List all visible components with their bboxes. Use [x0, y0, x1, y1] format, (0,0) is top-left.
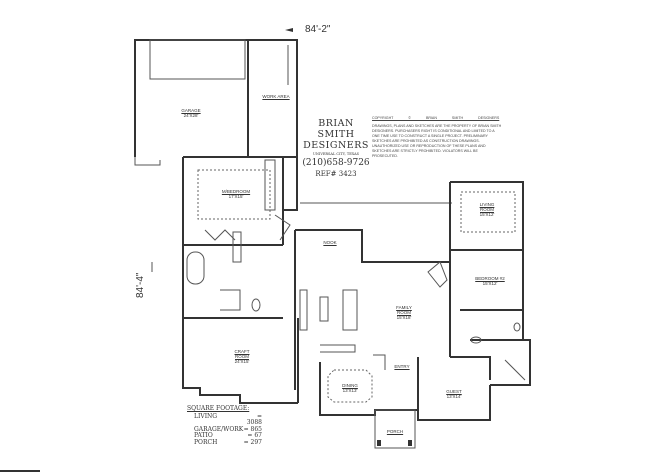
- sqft-label: GARAGE/WORK: [194, 425, 244, 433]
- room-label-work-area: WORK AREA: [262, 94, 290, 99]
- porch-walls: [374, 409, 416, 449]
- copyright-notice: COPYRIGHT © BRIAN SMITH DESIGNERS DRAWIN…: [372, 116, 502, 159]
- room-label-nook: NOOK: [323, 240, 337, 245]
- square-footage-table: SQUARE FOOTAGE: LIVING = 3088 GARAGE/WORK…: [187, 405, 262, 447]
- sqft-row: GARAGE/WORK= 865: [187, 425, 262, 434]
- left-wing-walls: [182, 157, 299, 404]
- designer-name-line2: DESIGNERS: [303, 140, 369, 151]
- designer-title-block: BRIAN SMITH DESIGNERS UNIVERSAL CITY, TE…: [300, 118, 372, 179]
- width-dimension: 84'-2": [305, 24, 331, 35]
- sqft-row: PORCH = 297: [187, 438, 262, 447]
- central-walls: [294, 202, 452, 416]
- sqft-value: = 67: [247, 432, 262, 439]
- sqft-row: LIVING = 3088: [187, 412, 262, 427]
- room-label-entry: ENTRY: [394, 364, 410, 369]
- square-footage-heading: SQUARE FOOTAGE:: [187, 405, 250, 412]
- sqft-value: = 297: [243, 438, 262, 446]
- designer-name-line1: BRIAN SMITH: [317, 118, 355, 140]
- right-wing-walls: [417, 181, 531, 421]
- sqft-label: PATIO: [194, 432, 213, 439]
- sqft-row: PATIO = 67: [187, 432, 262, 440]
- copyright-heading: COPYRIGHT © BRIAN SMITH DESIGNERS: [372, 116, 500, 120]
- room-label-porch: PORCH: [386, 429, 404, 434]
- sqft-label: PORCH: [194, 438, 218, 446]
- designer-phone: (210)658-9726: [302, 158, 370, 168]
- sqft-value: = 3088: [246, 412, 262, 426]
- plan-reference: REF# 3423: [315, 170, 357, 178]
- width-dimension-arrow: [285, 28, 293, 32]
- garage-walls: [134, 39, 298, 166]
- sqft-label: LIVING: [194, 412, 218, 420]
- sqft-value: = 865: [243, 425, 262, 433]
- copyright-text: DRAWINGS, PLANS AND SKETCHES ARE THE PRO…: [372, 124, 502, 158]
- depth-dimension: 84'-4": [135, 272, 146, 298]
- designer-location: UNIVERSAL CITY, TEXAS: [312, 152, 360, 156]
